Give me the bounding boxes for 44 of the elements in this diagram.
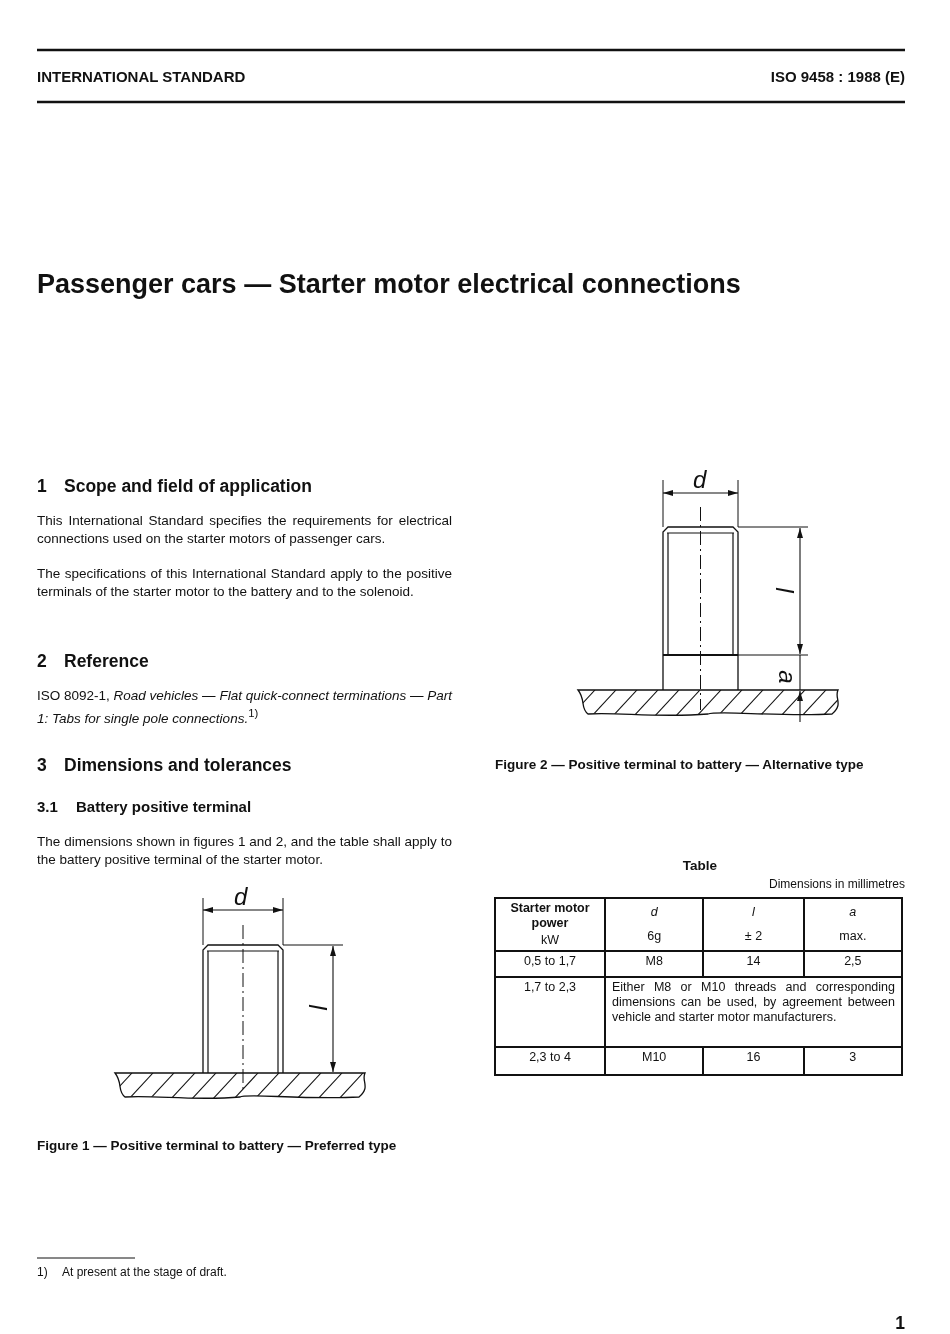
table-title: Table xyxy=(681,857,719,875)
subsection-number: 3.1 xyxy=(37,798,58,816)
tolerance: 6g xyxy=(646,929,663,944)
dimension-label: l xyxy=(771,587,796,593)
page-header: INTERNATIONAL STANDARD xyxy=(37,68,246,86)
table-cell-text: 1,7 to 2,3 xyxy=(522,980,578,995)
table-cell-text: 14 xyxy=(745,954,762,969)
figure-caption: Figure 1 — Positive terminal to battery — Preferred type xyxy=(37,1137,397,1155)
section-heading: Reference xyxy=(64,651,149,671)
unit: kW xyxy=(539,933,561,948)
table-cell-text: M10 xyxy=(641,1050,668,1065)
page-title: Passenger cars — Starter motor electrical connections xyxy=(37,268,741,300)
column-header: l xyxy=(751,905,756,920)
table-note: Dimensions in millimetres xyxy=(767,876,905,893)
table-cell-text: 0,5 to 1,7 xyxy=(522,954,578,969)
paragraph: The dimensions shown in figures 1 and 2, and the table shall apply to the battery positive terminal of the starter motor. xyxy=(37,833,452,868)
column-header: d xyxy=(649,905,659,920)
section-number: 3 xyxy=(37,755,47,775)
paragraph: This International Standard specifies the requirements for electrical connections used on the starter motors of passenger cars. xyxy=(37,512,452,547)
dimension-label: d xyxy=(693,468,707,492)
tolerance: ± 2 xyxy=(743,929,764,944)
standard-number: ISO 9458 : 1988 (E) xyxy=(769,68,905,86)
page-number: 1 xyxy=(894,1313,905,1333)
reference-text: ISO 8092-1, Road vehicles — Flat quick-connect terminations — Part 1: Tabs for single pole connections.$^{1)}$ xyxy=(37,687,452,727)
section-heading: Dimensions and tolerances xyxy=(64,755,292,775)
column-header: a xyxy=(848,905,858,920)
section-number: 1 xyxy=(37,476,47,496)
table-cell-text: Either M8 or M10 threads and corresponding dimensions can be used, by agreement between vehicle and starter motor manufacturers. xyxy=(612,980,895,1025)
table-cell-text: 2,3 to 4 xyxy=(528,1050,572,1065)
dimension-label: l xyxy=(304,1004,329,1010)
subsection-heading: Battery positive terminal xyxy=(76,798,252,816)
section-number: 2 xyxy=(37,651,47,671)
section-heading: Scope and field of application xyxy=(64,476,312,496)
paragraph: The specifications of this International Standard apply to the positive terminals of the starter motor to the battery and to the solenoid. xyxy=(37,565,452,600)
figure-caption: Figure 2 — Positive terminal to battery — Alternative type xyxy=(495,756,864,774)
table-cell-text: 3 xyxy=(848,1050,858,1065)
limit: max. xyxy=(838,929,868,944)
table-cell-text: 2,5 xyxy=(843,954,863,969)
table-cell-text: 16 xyxy=(745,1050,762,1065)
dimension-label: a xyxy=(774,670,799,684)
table-cell-text: M8 xyxy=(644,954,664,969)
dimension-label: d xyxy=(234,885,248,909)
footnote-mark: 1) xyxy=(37,1264,48,1281)
footnote-text: At present at the stage of draft. xyxy=(62,1264,227,1281)
